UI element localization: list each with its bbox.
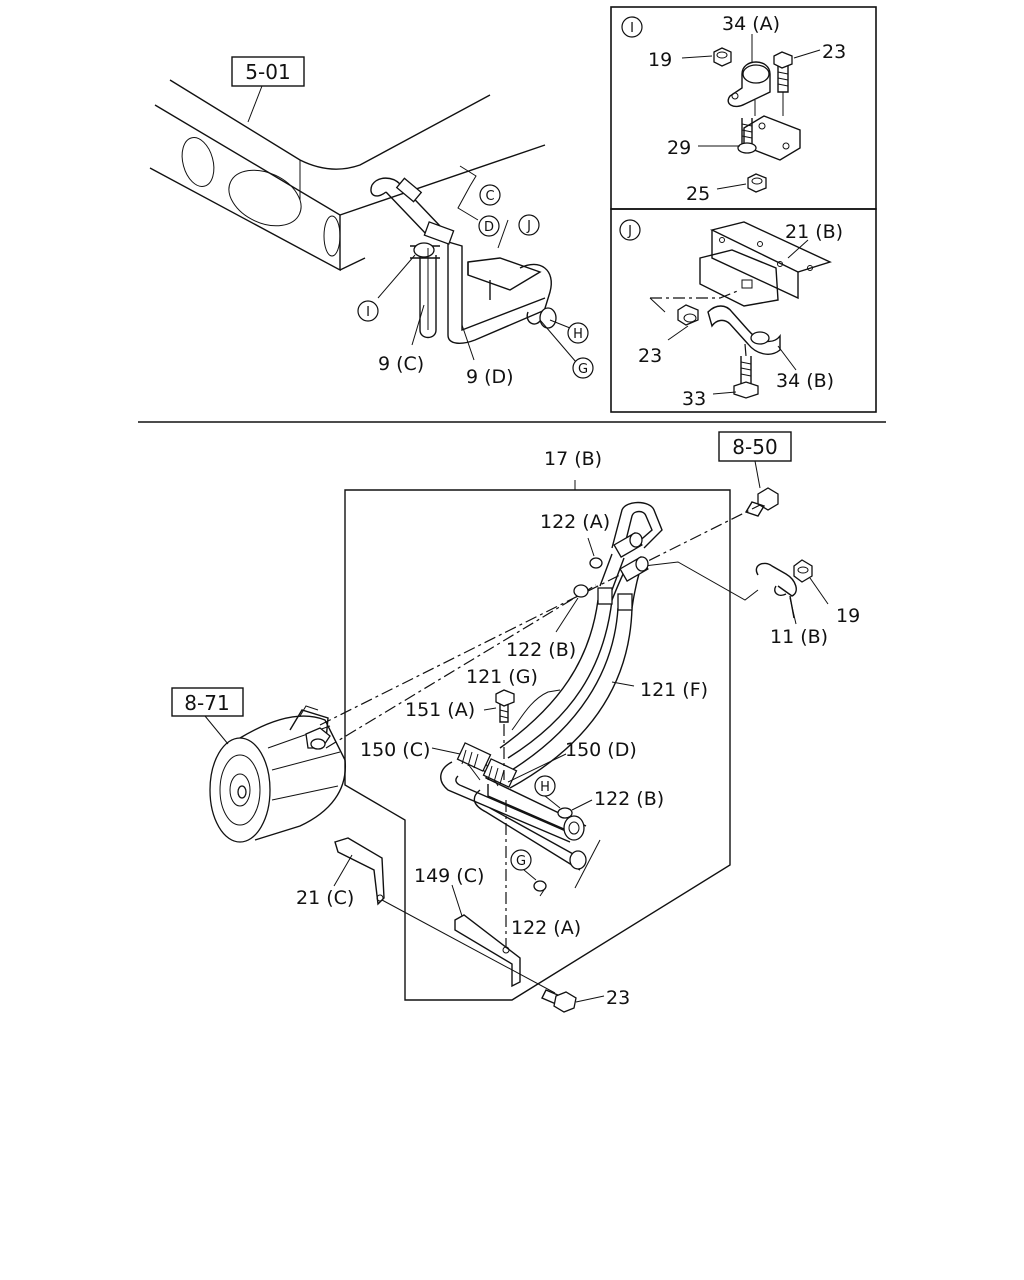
- marker-g-bottom[interactable]: G: [510, 849, 532, 871]
- label-33: 33: [682, 388, 706, 410]
- frame-rail-assembly: [149, 79, 546, 272]
- svg-text:D: D: [484, 220, 494, 235]
- bracket-21c: [334, 837, 385, 906]
- svg-text:5-01: 5-01: [245, 60, 290, 84]
- fitting-lower-g: [569, 850, 587, 870]
- ref-box-5-01[interactable]: 5-01: [231, 56, 305, 87]
- hose-121g: [499, 587, 613, 759]
- label-34b: 34 (B): [776, 370, 834, 392]
- marker-g-top[interactable]: G: [572, 357, 594, 379]
- label-25: 25: [686, 183, 710, 205]
- clamp-11b: [755, 562, 797, 619]
- label-34a: 34 (A): [722, 13, 780, 35]
- label-121f: 121 (F): [640, 679, 708, 701]
- label-11b: 11 (B): [770, 626, 828, 648]
- fitting-upper-b: [619, 556, 649, 582]
- label-23-detail-j: 23: [638, 345, 662, 367]
- label-150c: 150 (C): [360, 739, 430, 761]
- fitting-lower-h: [563, 815, 585, 841]
- svg-text:8-71: 8-71: [184, 691, 229, 715]
- marker-i-top[interactable]: I: [357, 300, 379, 322]
- o-ring-122a-top: [589, 557, 603, 569]
- bolt-top-right: [744, 487, 779, 517]
- label-23-detail-i: 23: [822, 41, 846, 63]
- label-19-detail: 19: [648, 49, 672, 71]
- coupler-150c: [456, 742, 492, 772]
- svg-text:8-50: 8-50: [732, 435, 777, 459]
- label-122a-top: 122 (A): [540, 511, 610, 533]
- label-29: 29: [667, 137, 691, 159]
- label-9d: 9 (D): [466, 366, 514, 388]
- label-121g: 121 (G): [466, 666, 538, 688]
- svg-text:I: I: [630, 21, 634, 36]
- pipe-9c: [410, 242, 440, 339]
- label-19-main: 19: [836, 605, 860, 627]
- label-122b-bottom: 122 (B): [594, 788, 664, 810]
- bolt-151a: [495, 689, 515, 723]
- pipe-9d: [370, 177, 546, 344]
- label-9c: 9 (C): [378, 353, 424, 375]
- o-ring-122b-bot: [557, 807, 573, 819]
- label-150d: 150 (D): [565, 739, 637, 761]
- svg-text:G: G: [516, 854, 526, 869]
- hose-121f: [501, 593, 633, 789]
- marker-i-detail[interactable]: I: [621, 16, 643, 38]
- label-149c: 149 (C): [414, 865, 484, 887]
- ref-box-8-50[interactable]: 8-50: [718, 431, 792, 462]
- svg-text:I: I: [366, 305, 370, 320]
- svg-text:C: C: [485, 189, 494, 204]
- marker-j-top[interactable]: J: [518, 214, 540, 236]
- bracket-j-assembly: [467, 257, 557, 329]
- coupler-150d: [482, 758, 518, 788]
- svg-text:J: J: [627, 224, 632, 239]
- svg-text:J: J: [526, 219, 531, 234]
- marker-h-top[interactable]: H: [567, 322, 589, 344]
- label-23-bottom: 23: [606, 987, 630, 1009]
- label-21b: 21 (B): [785, 221, 843, 243]
- label-17b: 17 (B): [544, 448, 602, 470]
- detail-panel-i: I 34 (A) 19 23 29 25: [610, 6, 877, 210]
- label-21c: 21 (C): [296, 887, 354, 909]
- marker-j-detail[interactable]: J: [619, 219, 641, 241]
- nut-19: [793, 559, 813, 583]
- marker-c[interactable]: C: [479, 184, 501, 206]
- o-ring-122b-top: [573, 584, 589, 598]
- label-151a: 151 (A): [405, 699, 475, 721]
- ref-box-8-71[interactable]: 8-71: [171, 687, 244, 717]
- detail-panel-j: J 21 (B) 23 34 (B) 33: [610, 208, 877, 413]
- bolt-23-bottom: [541, 989, 577, 1013]
- bracket-149c: [454, 914, 521, 988]
- fitting-upper-a: [613, 532, 643, 558]
- svg-text:H: H: [540, 780, 550, 795]
- marker-d[interactable]: D: [478, 215, 500, 237]
- marker-h-bottom[interactable]: H: [534, 775, 556, 797]
- svg-text:G: G: [578, 362, 588, 377]
- assembly-frame-outline: [344, 489, 731, 1001]
- label-122b-top: 122 (B): [506, 639, 576, 661]
- compressor: [209, 705, 346, 843]
- svg-text:H: H: [573, 327, 583, 342]
- o-ring-122a-bot: [533, 880, 547, 892]
- label-122a-bottom: 122 (A): [511, 917, 581, 939]
